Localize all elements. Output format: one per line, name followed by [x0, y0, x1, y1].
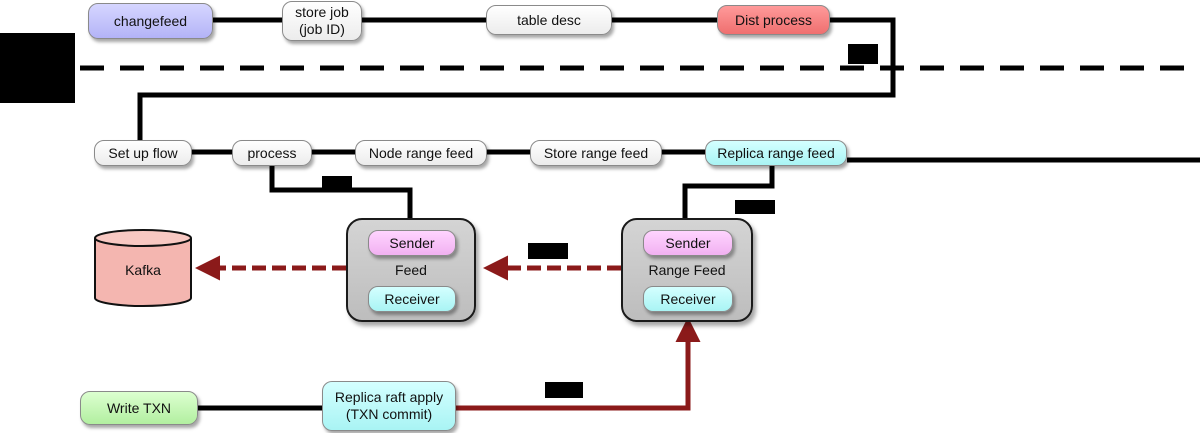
event-label-block-1 — [528, 243, 568, 259]
connector-process-feed — [269, 166, 413, 218]
node-range-feed-node[interactable]: Node range feed — [355, 140, 487, 166]
kafka-label: Kafka — [125, 262, 161, 278]
store-job-node[interactable]: store job (job ID) — [282, 1, 362, 41]
feed-label: Feed — [395, 262, 427, 278]
range-feed-sender-node[interactable]: Sender — [643, 230, 733, 256]
process-node[interactable]: process — [232, 140, 312, 166]
left-edge-block — [0, 33, 75, 103]
changefeed-node[interactable]: changefeed — [88, 3, 213, 39]
feed-sender-node[interactable]: Sender — [368, 230, 456, 256]
event-arrow-raftapply-rangefeed — [456, 317, 701, 411]
table-desc-node[interactable]: table desc — [486, 5, 612, 35]
connector-replicarangefeed-rangefeed — [682, 166, 775, 218]
event-label-block-2 — [545, 382, 583, 398]
range-feed-group[interactable]: Sender Range Feed Receiver — [621, 218, 753, 322]
replica-raft-apply-node[interactable]: Replica raft apply (TXN commit) — [322, 381, 456, 431]
range-feed-label: Range Feed — [648, 262, 726, 278]
set-up-flow-node[interactable]: Set up flow — [94, 140, 192, 166]
right-edge-small-block — [848, 44, 878, 64]
replica-range-feed-node[interactable]: Replica range feed — [705, 140, 847, 166]
feed-group[interactable]: Sender Feed Receiver — [346, 218, 476, 322]
connector-label-block-1 — [322, 176, 352, 190]
connector-label-block-2 — [735, 200, 775, 214]
dist-process-node[interactable]: Dist process — [717, 5, 830, 35]
store-range-feed-node[interactable]: Store range feed — [530, 140, 662, 166]
feed-receiver-node[interactable]: Receiver — [368, 286, 456, 312]
range-feed-receiver-node[interactable]: Receiver — [643, 286, 733, 312]
connector-distprocess-setupflow — [137, 17, 896, 140]
write-txn-node[interactable]: Write TXN — [80, 391, 198, 425]
